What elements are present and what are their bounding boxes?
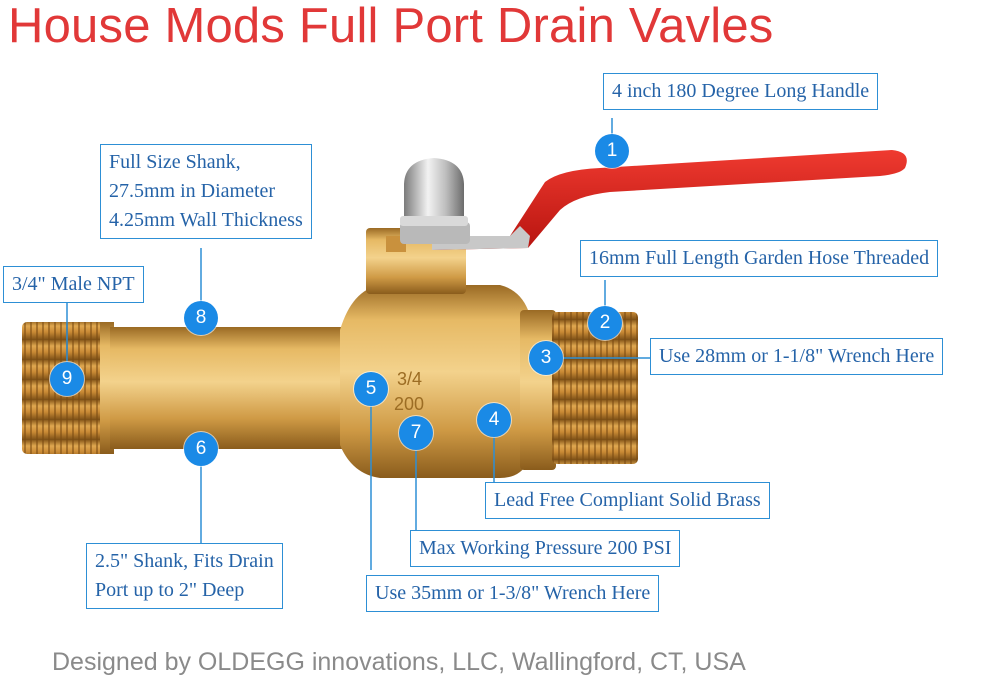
callout-label-4-text: Lead Free Compliant Solid Brass [494, 489, 761, 511]
callout-badge-2: 2 [588, 306, 622, 340]
callout-label-3-text: Use 28mm or 1-1/8" Wrench Here [659, 345, 935, 367]
callout-label-1: 4 inch 180 Degree Long Handle [603, 73, 879, 110]
callout-label-1-text: 4 inch 180 Degree Long Handle [612, 80, 870, 102]
callout-label-6-line-1: 2.5" Shank, Fits Drain [95, 550, 274, 572]
right-thread [552, 312, 638, 464]
callout-label-7: Max Working Pressure 200 PSI [410, 530, 681, 567]
callout-label-6-line-2: Port up to 2" Deep [95, 579, 245, 601]
callout-label-6: 2.5" Shank, Fits Drain Port up to 2" Dee… [86, 543, 283, 609]
callout-badge-1: 1 [595, 134, 629, 168]
callout-label-8: Full Size Shank, 27.5mm in Diameter 4.25… [100, 144, 312, 239]
page-title: House Mods Full Port Drain Vavles [8, 0, 774, 53]
size-marking: 3/4 [397, 369, 422, 389]
callout-label-8-line-1: Full Size Shank, [109, 151, 241, 173]
callout-badge-7: 7 [399, 416, 433, 450]
shank [110, 327, 360, 449]
callout-label-8-line-3: 4.25mm Wall Thickness [109, 209, 303, 231]
callout-badge-9: 9 [50, 362, 84, 396]
callout-badge-5: 5 [354, 372, 388, 406]
callout-label-7-text: Max Working Pressure 200 PSI [419, 537, 672, 559]
callout-label-3: Use 28mm or 1-1/8" Wrench Here [650, 338, 944, 375]
callout-label-5-text: Use 35mm or 1-3/8" Wrench Here [375, 582, 651, 604]
handle [400, 150, 907, 250]
callout-badge-4: 4 [477, 403, 511, 437]
callout-label-9-text: 3/4" Male NPT [12, 273, 135, 295]
callout-label-2: 16mm Full Length Garden Hose Threaded [580, 240, 939, 277]
callout-badge-8: 8 [184, 301, 218, 335]
callout-badge-3: 3 [529, 341, 563, 375]
leader-lines [66, 118, 650, 570]
callout-label-9: 3/4" Male NPT [3, 266, 144, 303]
callout-badge-6: 6 [184, 432, 218, 466]
callout-label-5: Use 35mm or 1-3/8" Wrench Here [366, 575, 660, 612]
valve-body [340, 228, 556, 478]
callout-label-2-text: 16mm Full Length Garden Hose Threaded [589, 247, 930, 269]
callout-label-4: Lead Free Compliant Solid Brass [485, 482, 770, 519]
credit-footer: Designed by OLDEGG innovations, LLC, Wal… [52, 648, 746, 676]
pressure-marking: 200 [394, 394, 424, 414]
callout-label-8-line-2: 27.5mm in Diameter [109, 180, 276, 202]
